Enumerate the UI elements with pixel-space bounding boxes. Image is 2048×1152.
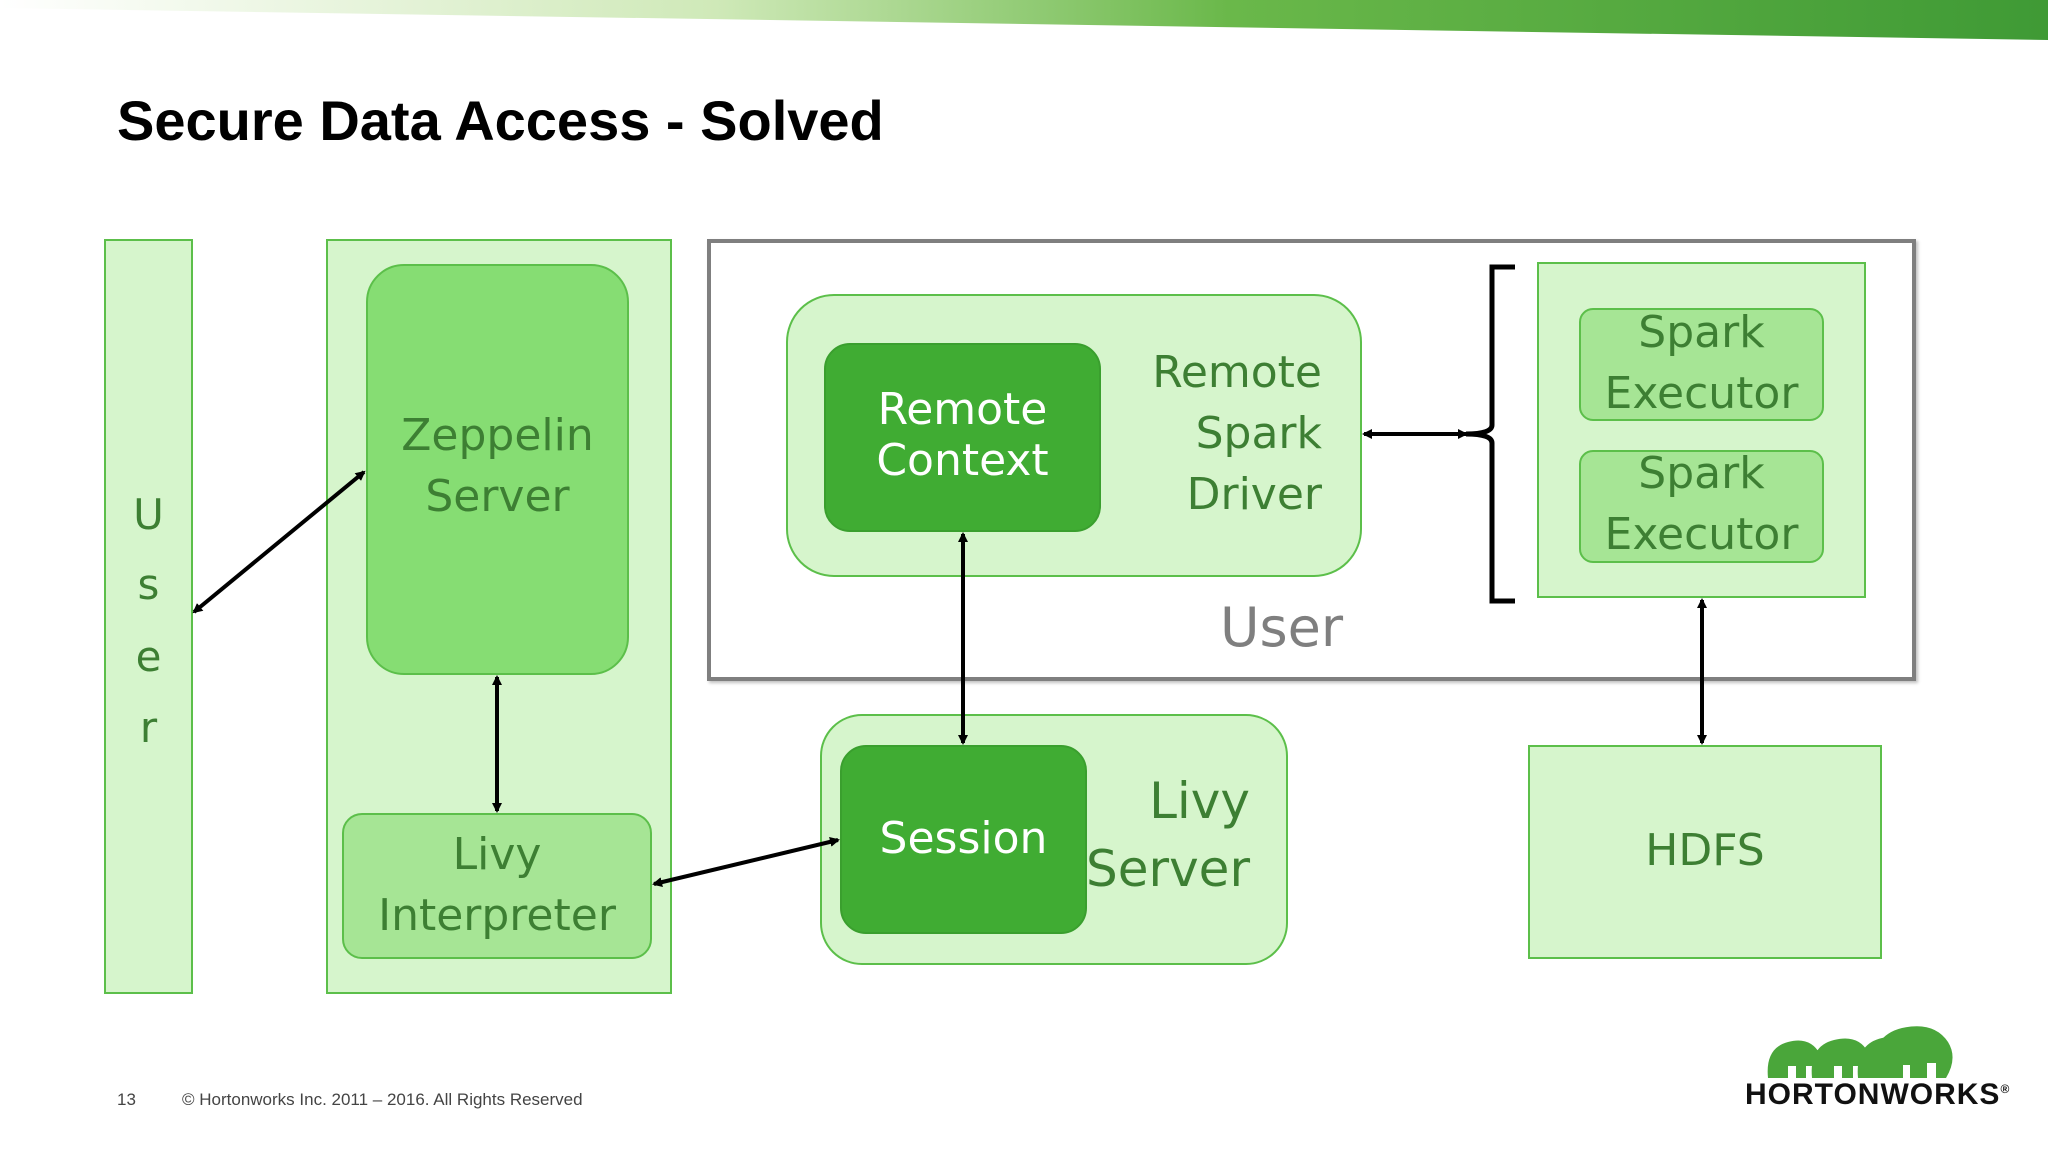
user-bar-letter: r	[139, 703, 158, 752]
remote-context-label: Remote Context	[876, 384, 1049, 486]
zeppelin-server-box	[366, 264, 629, 675]
remote-spark-driver-label: Remote Spark Driver	[1152, 347, 1322, 520]
spark-executor-box	[1579, 450, 1824, 563]
livy-server-label: Livy Server	[1086, 772, 1250, 898]
user-bar-letter: U	[133, 490, 164, 539]
livy-interpreter-label: Livy Interpreter	[378, 829, 616, 941]
arrow-interpreter-session	[652, 836, 840, 888]
hdfs-label: HDFS	[1645, 825, 1765, 876]
spark-executor-box	[1579, 308, 1824, 421]
hortonworks-logo: HORTONWORKS®	[1745, 1078, 2010, 1112]
session-box	[840, 745, 1087, 934]
spark-executor-label: Spark Executor	[1604, 307, 1799, 419]
user-bar-letter: s	[137, 560, 160, 609]
arrow-user-zeppelin	[192, 470, 366, 614]
user-bar-letter: e	[135, 632, 162, 681]
session-label: Session	[879, 813, 1048, 864]
zeppelin-server-label: Zeppelin Server	[401, 410, 594, 522]
logo-wordmark: HORTONWORKS	[1745, 1078, 2001, 1111]
user-frame-label: User	[1220, 596, 1344, 659]
hdfs-box	[1528, 745, 1882, 959]
copyright-text: © Hortonworks Inc. 2011 – 2016. All Righ…	[182, 1090, 583, 1109]
livy-interpreter-box	[342, 813, 652, 959]
user-bar	[104, 239, 193, 994]
remote-context-box	[824, 343, 1101, 532]
top-accent-bar	[0, 0, 2048, 40]
executors-brace	[1465, 264, 1515, 604]
spark-executor-label: Spark Executor	[1604, 448, 1799, 560]
page-number: 13	[117, 1090, 136, 1109]
slide-title: Secure Data Access - Solved	[117, 89, 884, 152]
registered-mark: ®	[2000, 1082, 2011, 1096]
